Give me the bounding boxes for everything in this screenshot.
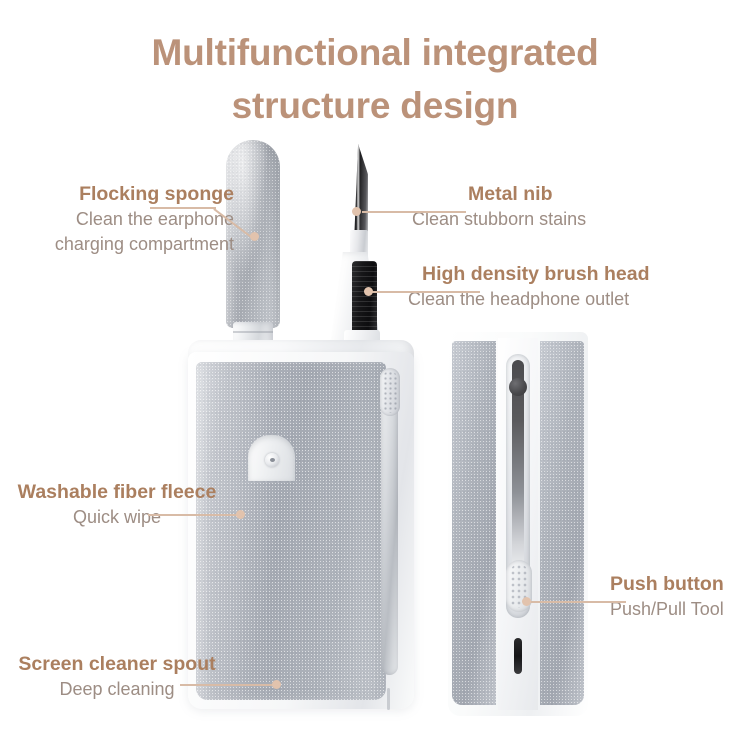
metal-nib-pen: [322, 144, 386, 360]
callout-metal-nib: Metal nib Clean stubborn stains: [412, 182, 692, 232]
callout-flocking-sponge-sub-2: charging compartment: [54, 234, 234, 254]
screen-cleaner-spout: [248, 435, 295, 481]
callout-spout-heading: Screen cleaner spout: [18, 653, 216, 675]
leader-dot-brush-head: [364, 287, 373, 296]
callout-spout-sub-1: Deep cleaning: [59, 679, 175, 699]
callout-push-button: Push button Push/Pull Tool: [610, 572, 750, 622]
side-rod-cap: [509, 378, 527, 396]
callout-brush-head-heading: High density brush head: [422, 263, 650, 285]
flocking-sponge-wand: [226, 140, 280, 360]
leader-dot-flocking-sponge: [250, 232, 259, 241]
side-fleece-left: [452, 341, 496, 705]
callout-push-button-sub-1: Push/Pull Tool: [610, 599, 724, 619]
callout-fleece-sub-1: Quick wipe: [72, 507, 162, 527]
page-title-line-1: Multifunctional integrated: [151, 32, 599, 73]
spray-nozzle-icon: [265, 453, 279, 467]
callout-push-button-heading: Push button: [610, 573, 724, 595]
leader-line-metal-nib: [362, 211, 466, 213]
push-button-slider[interactable]: [380, 368, 400, 416]
leader-dot-push-button: [522, 597, 531, 606]
leader-line-fleece: [148, 514, 242, 516]
leader-line-brush-head: [372, 291, 480, 293]
leader-line-push-button: [530, 601, 626, 603]
product-side-view: [448, 332, 588, 716]
page-title-line-2: structure design: [231, 85, 519, 126]
callout-fleece-heading: Washable fiber fleece: [17, 481, 217, 503]
callout-screen-cleaner-spout: Screen cleaner spout Deep cleaning: [6, 652, 228, 702]
leader-dot-metal-nib: [352, 207, 361, 216]
metal-nib-icon: [342, 144, 368, 272]
side-slider-rod: [512, 360, 524, 574]
push-button-rail: [381, 370, 398, 675]
high-density-brush-head: [352, 261, 377, 337]
callout-washable-fiber-fleece: Washable fiber fleece Quick wipe: [8, 480, 226, 530]
callout-metal-nib-heading: Metal nib: [468, 183, 553, 205]
leader-dot-spout: [272, 680, 281, 689]
callout-flocking-sponge-sub-1: Clean the earphone: [75, 209, 234, 229]
callout-brush-head-sub-1: Clean the headphone outlet: [408, 289, 630, 309]
leader-diagonal-flocking-sponge: [213, 208, 262, 239]
side-fleece-right: [540, 341, 584, 705]
leader-line-spout: [180, 684, 278, 686]
page-title: Multifunctional integrated structure des…: [0, 26, 750, 132]
leader-line-flocking-sponge: [150, 207, 216, 209]
charging-port: [514, 638, 522, 674]
callout-flocking-sponge: Flocking sponge Clean the earphone charg…: [12, 182, 234, 257]
callout-flocking-sponge-heading: Flocking sponge: [79, 183, 234, 205]
product-front-view: [180, 140, 420, 715]
leader-dot-fleece: [236, 510, 245, 519]
callout-metal-nib-sub-1: Clean stubborn stains: [412, 209, 587, 229]
body-side-slot: [387, 688, 390, 710]
callout-high-density-brush-head: High density brush head Clean the headph…: [408, 262, 708, 312]
washable-fiber-fleece-panel: [196, 362, 386, 700]
nib-highlight: [353, 144, 368, 256]
